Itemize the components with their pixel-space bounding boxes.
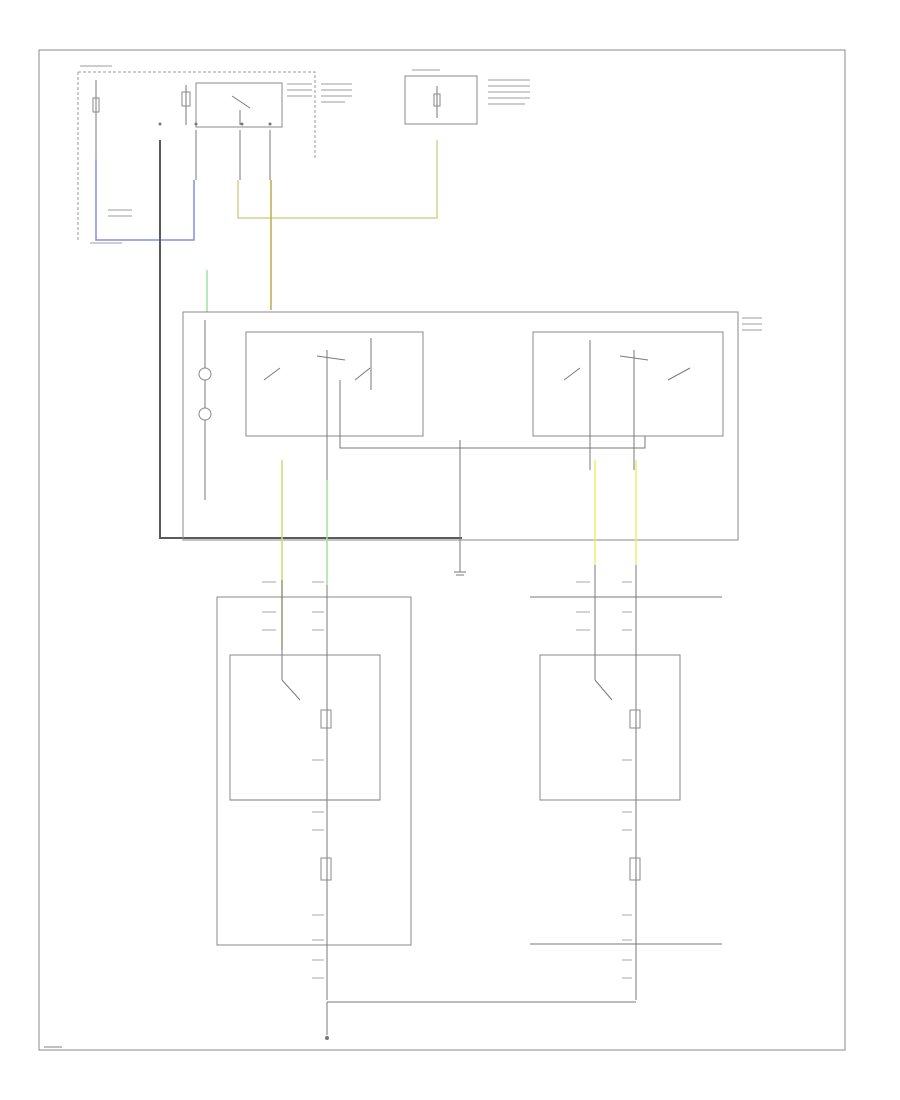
diagram-border <box>38 49 846 1051</box>
heater-relay <box>195 82 283 128</box>
top-fuse-relay-block <box>77 65 762 331</box>
fuse-symbol <box>433 93 441 107</box>
thermostat <box>320 709 332 729</box>
terminal-dot <box>268 122 272 126</box>
heater-seat-switch <box>182 311 739 560</box>
engine-room-fuse-box <box>404 75 478 125</box>
ground-symbol <box>454 560 466 576</box>
fuse-symbol <box>92 97 100 113</box>
seat-heater-element <box>320 857 332 881</box>
terminal-dot <box>194 122 198 126</box>
right-switch-block <box>532 331 724 437</box>
connector-pin-marks <box>262 581 632 979</box>
bottom-ground-symbol <box>325 1002 329 1040</box>
wire-blue <box>95 160 195 241</box>
indicator-lamp <box>198 407 212 421</box>
thermostat <box>629 709 641 729</box>
wire-tan <box>237 140 438 219</box>
terminal-dot <box>240 122 244 126</box>
terminal-dot <box>158 122 162 126</box>
wire-black-ground <box>159 140 462 539</box>
left-switch-block <box>245 331 424 437</box>
right-seat-back-block <box>539 654 681 801</box>
relay-coil <box>181 91 191 107</box>
right-seat-heater-assembly <box>530 565 722 1000</box>
seat-heater-element <box>629 857 641 881</box>
left-seat-back-block <box>229 654 381 801</box>
label-marks <box>80 65 762 331</box>
indicator-lamp <box>198 367 212 381</box>
left-seat-heater-assembly <box>216 580 412 1000</box>
